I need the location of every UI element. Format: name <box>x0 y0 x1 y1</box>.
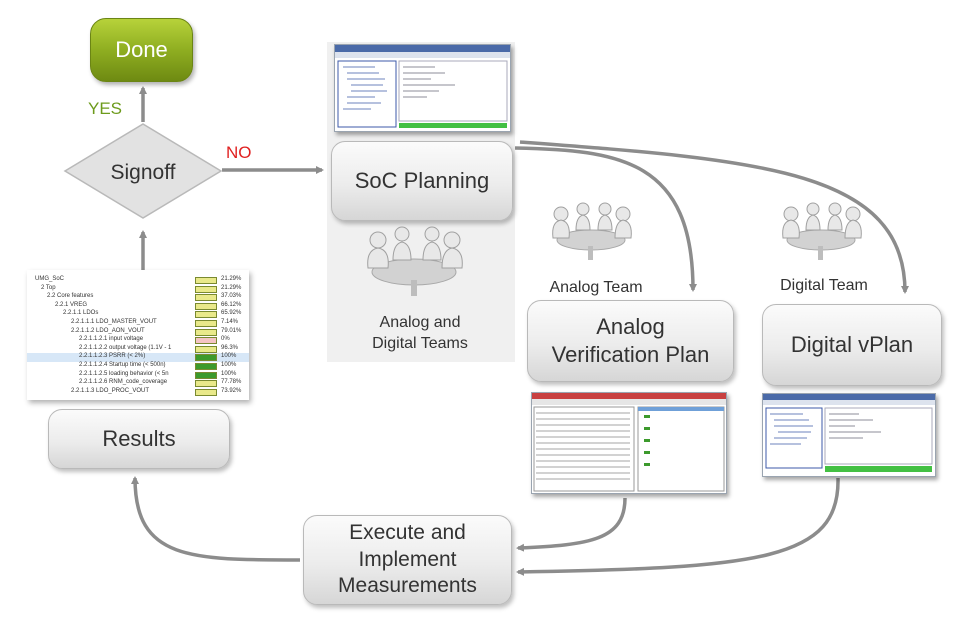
digital-team-label: Digital Team <box>780 277 868 294</box>
analog-verification-plan-node: Analog Verification Plan <box>527 300 734 382</box>
digital-plan-label: Digital vPlan <box>790 331 914 357</box>
results-coverage-value: 100% <box>221 370 237 377</box>
results-tree-row: 2.2.1.1 LDOs 65.92% <box>27 310 249 319</box>
results-tree-row: 2.2.1.1.2.5 loading behavior (< 5n 100% <box>27 371 249 380</box>
digital-vplan-node: Digital vPlan <box>762 304 942 386</box>
results-tree-row: UMG_SoC 21.29% <box>27 276 249 285</box>
results-tree-label: UMG_SoC <box>35 276 65 282</box>
results-coverage-value: 66.12% <box>221 301 242 308</box>
results-coverage-value: 77.78% <box>221 379 242 386</box>
results-tree-row: 2.2 Core features 37.03% <box>27 293 249 302</box>
planning-teams-label: Analog and Digital Teams <box>372 314 468 352</box>
results-tree-label: 2.2.1.1 LDOs <box>63 310 99 317</box>
execute-measurements-node: Execute and Implement Measurements <box>303 515 512 605</box>
results-tree-row: 2.2.1.1.2.3 PSRR (< 2%) 100% <box>27 353 249 362</box>
results-tree-label: 2.2.1.1.2.4 Startup time (< 500n) <box>79 361 166 368</box>
results-tree-label: 2.2.1.1.2.2 output voltage (1.1V - 1 <box>79 344 172 351</box>
results-tree-label: 2.2.1.1.2.3 PSRR (< 2%) <box>79 353 146 360</box>
results-tree-label: 2.2.1 VREG <box>55 301 88 308</box>
results-tree-row: 2.2.1.1.2 LDO_AON_VOUT 79.01% <box>27 328 249 337</box>
results-tree-row: 2.2.1 VREG 66.12% <box>27 302 249 311</box>
execute-label: Execute and Implement Measurements <box>338 520 477 598</box>
results-coverage-bar <box>195 285 217 293</box>
results-label: Results <box>102 425 176 451</box>
results-coverage-value: 21.29% <box>221 276 242 282</box>
done-label: Done <box>115 37 168 62</box>
arrow-planning-to-digital <box>519 140 909 294</box>
results-tree-label: 2.2.1.1.2.5 loading behavior (< 5n <box>79 370 169 377</box>
results-tree-label: 2.2.1.1.2.1 input voltage <box>79 336 144 343</box>
soc-planning-label: SoC Planning <box>354 167 490 193</box>
results-tree-row: 2.2.1.1.2.1 input voltage 0% <box>27 336 249 345</box>
results-coverage-value: 21.29% <box>221 284 242 291</box>
results-tree-row: 2.2.1.1.2.6 RNM_code_coverage 77.78% <box>27 379 249 388</box>
results-tree-label: 2 Top <box>41 284 56 291</box>
results-coverage-bar <box>195 380 217 388</box>
results-coverage-bar <box>195 277 217 284</box>
results-coverage-bar <box>195 345 217 353</box>
arrow-digital-to-execute <box>516 477 840 576</box>
no-label: NO <box>226 143 252 162</box>
digital-tool-screenshot <box>762 393 936 477</box>
results-tree-label: 2.2 Core features <box>47 293 94 300</box>
results-tree-row: 2.2.1.1.1 LDO_MASTER_VOUT 7.14% <box>27 319 249 328</box>
yes-label: YES <box>88 99 123 118</box>
digital-team-icon <box>782 202 862 260</box>
results-coverage-value: 7.14% <box>221 318 239 325</box>
results-tree-label: 2.2.1.1.2 LDO_AON_VOUT <box>71 327 145 334</box>
results-coverage-bar <box>195 337 217 345</box>
results-tree-row: 2.2.1.1.3 LDO_PROC_VOUT 73.92% <box>27 388 249 397</box>
results-coverage-value: 73.92% <box>221 387 242 394</box>
arrow-analog-to-execute <box>516 497 627 552</box>
results-coverage-value: 37.03% <box>221 293 242 300</box>
results-coverage-bar <box>195 362 217 370</box>
results-coverage-bar <box>195 302 217 310</box>
results-coverage-bar <box>195 328 217 336</box>
arrow-execute-to-results <box>131 476 301 562</box>
results-tree-row: 2 Top 21.29% <box>27 285 249 294</box>
analog-plan-label: Analog Verification Plan <box>551 313 710 367</box>
results-coverage-value: 96.3% <box>221 344 239 351</box>
results-tree-row: 2.2.1.1.2.2 output voltage (1.1V - 1 96.3… <box>27 345 249 354</box>
results-node: Results <box>48 409 230 469</box>
analog-team-icon <box>552 202 632 260</box>
results-tree-label: 2.2.1.1.2.6 RNM_code_coverage <box>79 379 168 386</box>
results-coverage-value: 100% <box>221 361 237 368</box>
analog-team-label: Analog Team <box>549 279 643 296</box>
results-coverage-bar <box>195 388 217 396</box>
results-coverage-bar <box>195 371 217 379</box>
meeting-team-icon <box>367 226 463 296</box>
results-coverage-value: 65.92% <box>221 310 242 317</box>
signoff-label: Signoff <box>110 161 176 184</box>
analog-tool-screenshot <box>531 392 727 494</box>
done-node: Done <box>90 18 193 82</box>
soc-planning-node: SoC Planning <box>331 141 513 221</box>
results-coverage-bar <box>195 354 217 362</box>
results-tree-label: 2.2.1.1.1 LDO_MASTER_VOUT <box>71 318 157 325</box>
results-coverage-bar <box>195 311 217 319</box>
results-coverage-value: 100% <box>221 353 237 360</box>
results-coverage-bar <box>195 319 217 327</box>
results-coverage-value: 0% <box>221 336 230 343</box>
results-tree-row: 2.2.1.1.2.4 Startup time (< 500n) 100% <box>27 362 249 371</box>
signoff-diamond <box>63 123 223 219</box>
results-tree-screenshot: UMG_SoC 21.29% 2 Top 21.29% 2.2 Core feature… <box>27 270 249 400</box>
results-coverage-value: 79.01% <box>221 327 242 334</box>
results-coverage-bar <box>195 294 217 302</box>
results-tree-label: 2.2.1.1.3 LDO_PROC_VOUT <box>71 387 150 394</box>
planning-tool-screenshot <box>334 44 511 132</box>
arrow-planning-to-analog <box>514 146 697 292</box>
